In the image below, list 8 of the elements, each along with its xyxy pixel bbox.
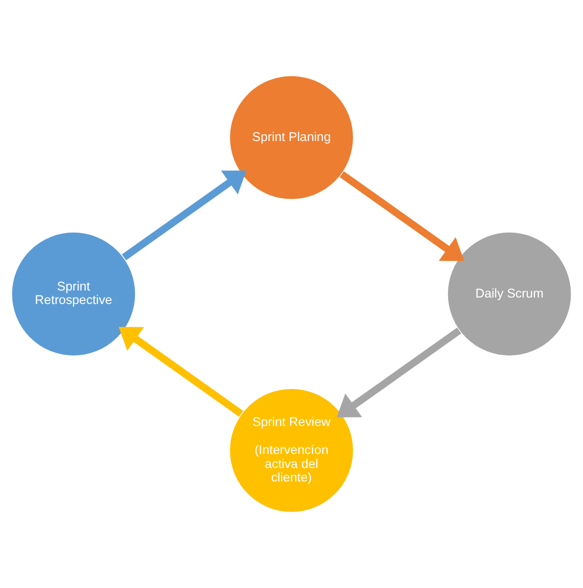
node-circle: Sprint Review (Intervencíon activa del cliente) [229,388,354,513]
arrow [340,171,464,261]
node-circle: Sprint Retrospective [11,232,136,356]
arrow [118,326,244,417]
arrow [336,328,462,418]
node-circle: Daily Scrum [447,232,572,356]
node-circle: Sprint Planing [229,75,354,200]
arrow [122,170,246,260]
